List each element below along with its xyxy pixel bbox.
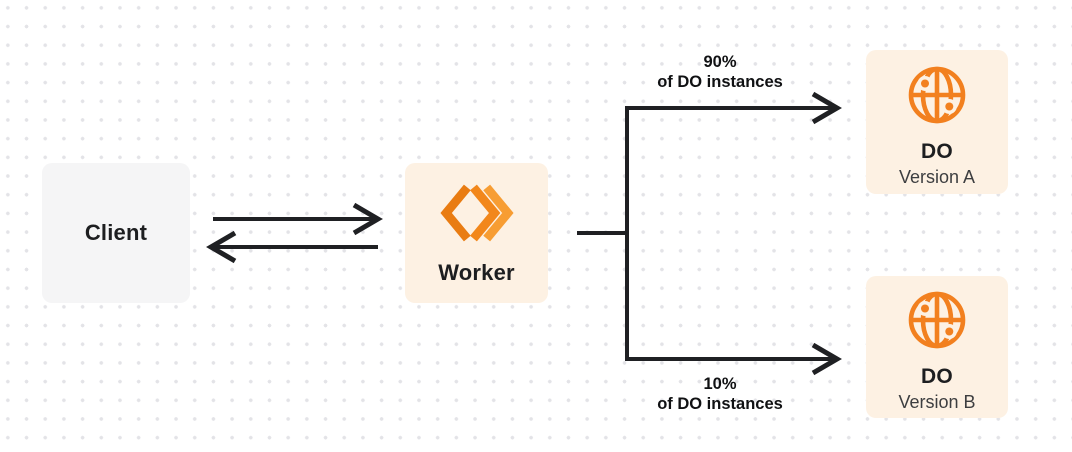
arrow-to-do-a-head	[811, 91, 842, 125]
do-version-b-subtitle: Version B	[898, 392, 976, 412]
globe-icon	[905, 288, 969, 352]
edge-label-90-line2: of DO instances	[657, 73, 783, 91]
do-version-a-node: DO Version A	[866, 50, 1008, 194]
edge-label-10-line1: 10%	[703, 375, 737, 393]
edge-label-10-percent: 10% of DO instances	[610, 374, 830, 414]
edge-label-90-percent: 90% of DO instances	[610, 52, 830, 92]
globe-icon	[905, 63, 969, 127]
client-node-label: Client	[84, 220, 148, 245]
edge-label-10-line2: of DO instances	[657, 395, 783, 413]
workers-icon	[439, 182, 514, 244]
arrow-client-to-worker-head	[352, 202, 383, 236]
do-version-b-node: DO Version B	[866, 276, 1008, 418]
worker-node: Worker	[405, 163, 548, 303]
edge-label-90-line1: 90%	[703, 53, 737, 71]
arrow-to-do-b-head	[811, 342, 842, 376]
do-version-b-title: DO	[921, 365, 953, 388]
worker-node-label: Worker	[438, 260, 515, 285]
client-node: Client	[42, 163, 190, 303]
do-version-a-title: DO	[921, 140, 953, 163]
do-version-a-subtitle: Version A	[898, 167, 976, 187]
arrow-worker-to-client-head	[206, 230, 237, 264]
